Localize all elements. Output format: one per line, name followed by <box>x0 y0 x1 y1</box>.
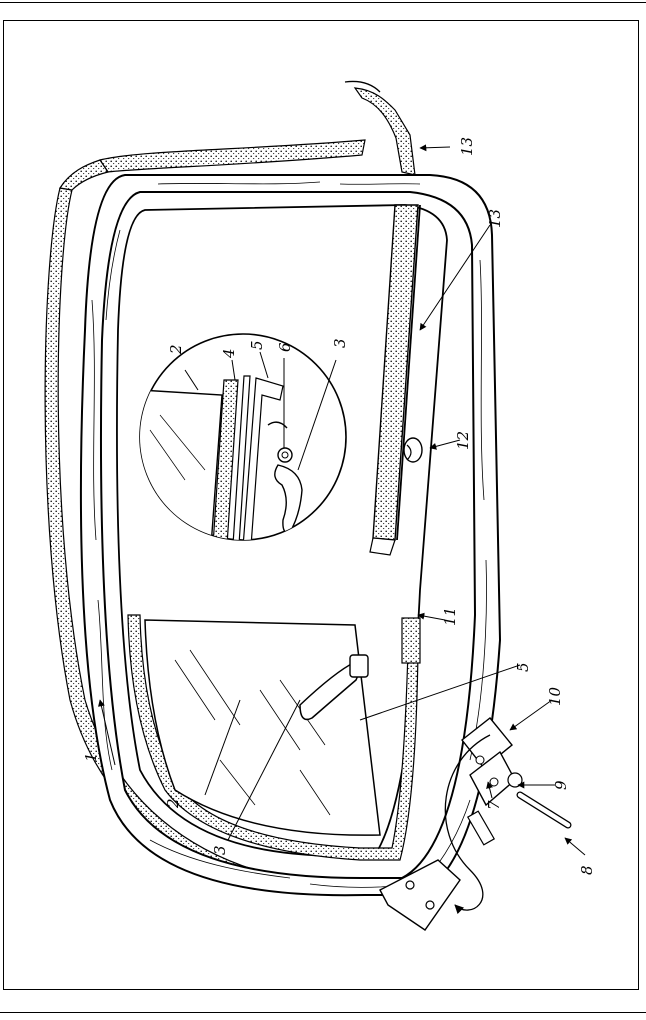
callout-3a: 3 <box>211 845 229 855</box>
callout-7: 7 <box>485 800 503 810</box>
latch-button-icon <box>403 437 423 463</box>
callout-4: 4 <box>220 348 238 359</box>
callout-12: 12 <box>454 431 472 450</box>
detail-loupe <box>139 333 347 541</box>
glass-pane <box>144 619 381 836</box>
callout-2a: 2 <box>164 798 182 809</box>
callout-1: 1 <box>82 752 100 762</box>
callout-3b: 3 <box>331 338 349 348</box>
callout-10: 10 <box>546 686 564 706</box>
mounting-bracket <box>379 859 461 931</box>
hinge-assembly <box>461 717 572 846</box>
callout-8: 8 <box>578 865 596 875</box>
upper-rail <box>369 204 421 556</box>
rod-line <box>344 80 381 93</box>
bottom-rule <box>0 1012 646 1013</box>
callout-13a: 13 <box>458 137 476 156</box>
cable-line <box>444 734 491 915</box>
callout-9: 9 <box>552 780 570 790</box>
callout-13b: 13 <box>486 209 504 228</box>
callouts: 1 2 2 3 3 4 5 5 6 7 8 9 10 11 12 13 13 <box>82 137 596 875</box>
callout-6: 6 <box>276 342 294 352</box>
leader-lines <box>98 144 586 856</box>
callout-5b: 5 <box>514 662 532 672</box>
top-rule <box>0 2 646 3</box>
screw-icon <box>466 810 496 846</box>
callout-11: 11 <box>441 607 459 626</box>
catch-block <box>401 617 421 664</box>
body-seal-strip <box>44 87 416 891</box>
callout-5a: 5 <box>248 340 266 350</box>
glass-handle-icon <box>299 654 369 721</box>
callout-2b: 2 <box>167 344 185 355</box>
